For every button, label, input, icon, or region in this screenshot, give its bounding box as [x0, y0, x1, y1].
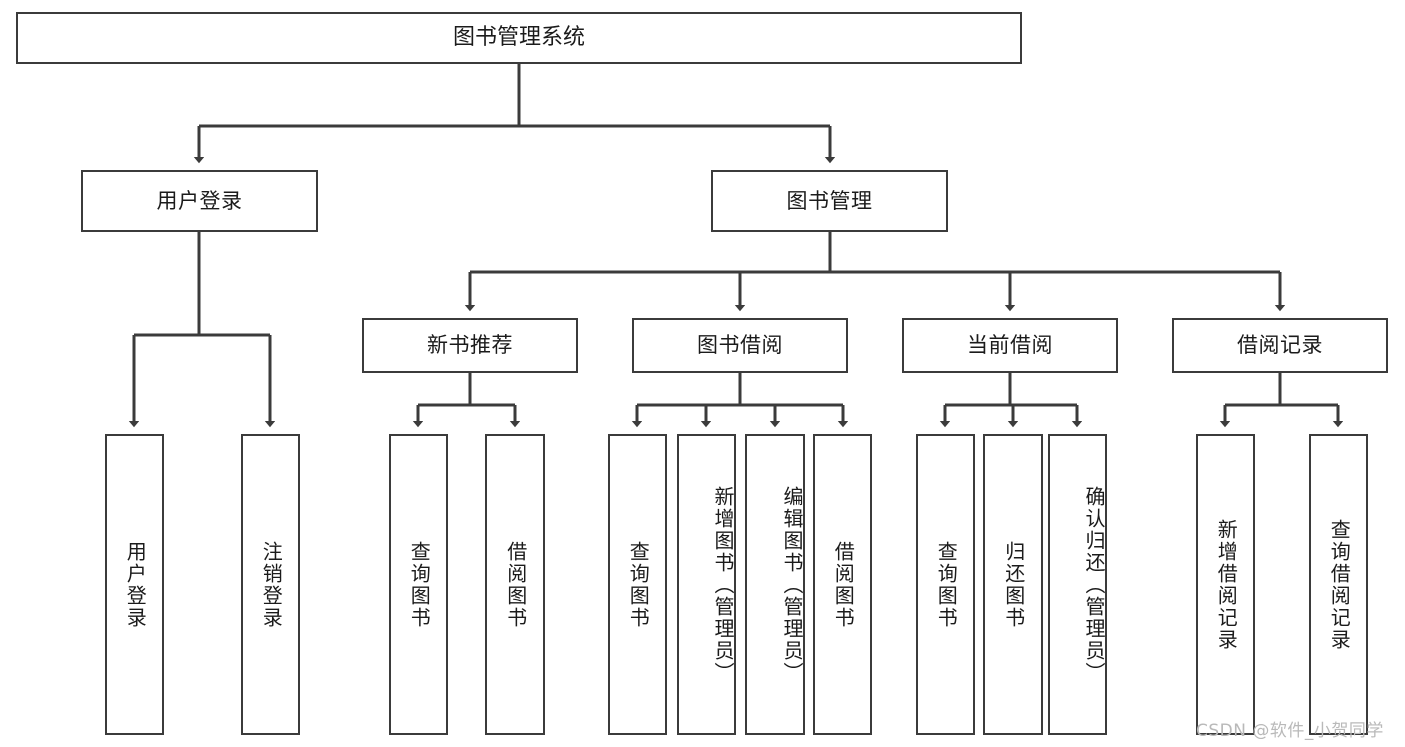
node-label: 查询图书: [626, 540, 651, 629]
node-user-login[interactable]: 用户登录: [81, 170, 318, 232]
node-label: 确认归还（管理员）: [1082, 485, 1106, 684]
leaf-add-book-admin[interactable]: 新增图书（管理员）: [677, 434, 736, 735]
node-label: 图书管理: [786, 188, 873, 213]
node-current-borrow[interactable]: 当前借阅: [902, 318, 1118, 373]
node-book-borrow[interactable]: 图书借阅: [632, 318, 848, 373]
node-root-book-management-system[interactable]: 图书管理系统: [16, 12, 1022, 64]
node-label: 新增图书（管理员）: [711, 485, 735, 684]
watermark-text: CSDN @软件_小贺同学: [1196, 721, 1384, 741]
node-label: 借阅图书: [831, 540, 856, 629]
node-label: 编辑图书（管理员）: [780, 485, 804, 684]
node-label: 查询图书: [407, 540, 432, 629]
node-label: 借阅图书: [503, 540, 528, 629]
node-new-book-recommend[interactable]: 新书推荐: [362, 318, 578, 373]
leaf-edit-book-admin[interactable]: 编辑图书（管理员）: [745, 434, 805, 735]
node-label: 借阅记录: [1237, 333, 1323, 358]
leaf-logout-login[interactable]: 注销登录: [241, 434, 300, 735]
leaf-query-book-current[interactable]: 查询图书: [916, 434, 975, 735]
node-label: 查询图书: [934, 540, 959, 629]
leaf-query-book-recommend[interactable]: 查询图书: [389, 434, 448, 735]
leaf-user-login[interactable]: 用户登录: [105, 434, 164, 735]
node-label: 注销登录: [259, 540, 284, 629]
node-borrow-record[interactable]: 借阅记录: [1172, 318, 1388, 373]
leaf-return-book[interactable]: 归还图书: [983, 434, 1043, 735]
node-label: 新增借阅记录: [1214, 518, 1239, 651]
node-label: 用户登录: [123, 540, 148, 629]
leaf-confirm-return-admin[interactable]: 确认归还（管理员）: [1048, 434, 1107, 735]
node-book-manage[interactable]: 图书管理: [711, 170, 948, 232]
leaf-query-borrow-record[interactable]: 查询借阅记录: [1309, 434, 1368, 735]
leaf-borrow-book-recommend[interactable]: 借阅图书: [485, 434, 545, 735]
node-label: 用户登录: [156, 188, 243, 213]
node-label: 归还图书: [1001, 540, 1026, 629]
leaf-query-book-borrow[interactable]: 查询图书: [608, 434, 667, 735]
leaf-add-borrow-record[interactable]: 新增借阅记录: [1196, 434, 1255, 735]
leaf-borrow-book-borrow[interactable]: 借阅图书: [813, 434, 872, 735]
node-label: 图书管理系统: [452, 25, 585, 51]
node-label: 当前借阅: [967, 333, 1053, 358]
node-label: 查询借阅记录: [1327, 518, 1352, 651]
csdn-watermark: CSDN @软件_小贺同学: [1196, 716, 1384, 741]
node-label: 图书借阅: [697, 333, 783, 358]
node-label: 新书推荐: [427, 333, 513, 358]
